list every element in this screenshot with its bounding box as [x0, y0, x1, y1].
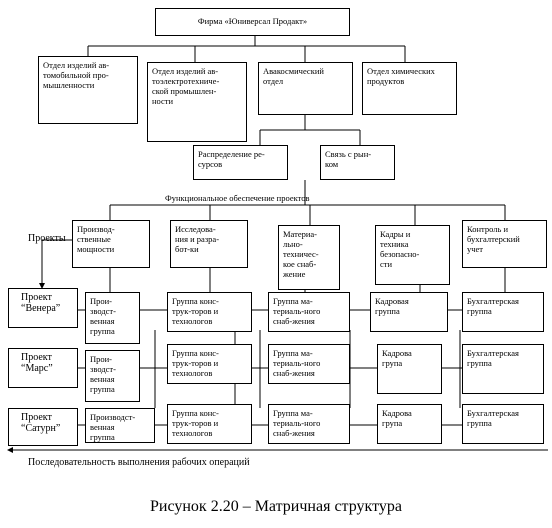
project-mars-box: Проект “Марс”	[8, 348, 78, 388]
saturn-accounting-group: Бухгалтерская группа	[462, 404, 544, 444]
saturn-production-group: Производст- венная группа	[85, 408, 155, 443]
mars-personnel-group: Кадрова група	[377, 344, 442, 394]
function-production-box: Производ- ственные мощности	[72, 220, 150, 268]
mars-design-group: Группа конс- трук-торов и технологов	[167, 344, 252, 384]
function-personnel-box: Кадры и техника безопасно- сти	[375, 225, 450, 285]
projects-label: Проекты	[28, 233, 66, 244]
company-box: Фирма «Юниверсал Продакт»	[155, 8, 350, 36]
mars-supply-group: Группа ма- териаль-ного снаб-жения	[268, 344, 350, 384]
function-supply-box: Материа- льно- техничес- кое снаб- жение	[278, 225, 340, 290]
venus-personnel-group: Кадровая группа	[370, 292, 448, 332]
dept-autoelectro-box: Отдел изделий ав- тоэлектротехниче- ской…	[147, 62, 247, 142]
resource-allocation-box: Распределение ре- сурсов	[193, 145, 288, 180]
saturn-supply-group: Группа ма- териаль-ного снаб-жения	[268, 404, 350, 444]
saturn-personnel-group: Кадрова група	[377, 404, 442, 444]
venus-accounting-group: Бухгалтерская группа	[462, 292, 544, 332]
mars-accounting-group: Бухгалтерская группа	[462, 344, 544, 394]
sequence-label: Последовательность выполнения рабочих оп…	[28, 457, 250, 468]
functional-support-label: Функциональное обеспечение проектов	[165, 193, 310, 203]
dept-chemical-box: Отдел химических продуктов	[362, 62, 457, 115]
venus-design-group: Группа конс- трук-торов и технологов	[167, 292, 252, 332]
market-link-box: Связь с рын- ком	[320, 145, 395, 180]
function-research-box: Исследова- ния и разра- бот-ки	[170, 220, 248, 268]
function-accounting-box: Контроль и бухгалтерский учет	[462, 220, 547, 268]
venus-supply-group: Группа ма- териаль-ного снаб-жения	[268, 292, 350, 332]
dept-automotive-box: Отдел изделий ав- томобильной про- мышле…	[38, 56, 138, 124]
project-saturn-box: Проект “Сатурн”	[8, 408, 78, 446]
saturn-design-group: Группа конс- трук-торов и технологов	[167, 404, 252, 444]
venus-production-group: Прои- зводст- венная группа	[85, 292, 140, 344]
mars-production-group: Прои- зводст- венная группа	[85, 350, 140, 402]
dept-aerospace-box: Авакосмический отдел	[258, 62, 353, 115]
project-venus-box: Проект “Венера”	[8, 288, 78, 328]
figure-caption: Рисунок 2.20 – Матричная структура	[150, 498, 402, 515]
